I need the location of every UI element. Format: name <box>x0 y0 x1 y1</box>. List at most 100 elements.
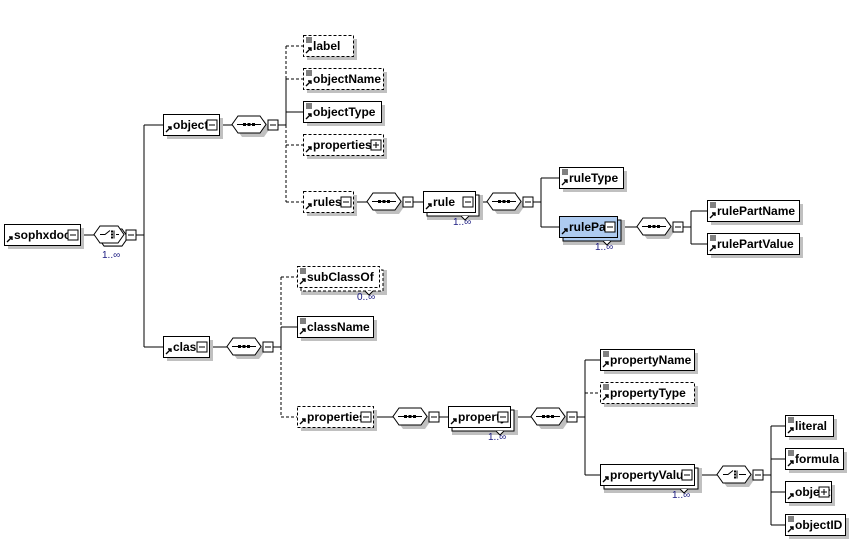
element-label: rule <box>433 195 455 209</box>
element-label: rulePart <box>569 220 614 234</box>
choice-dot <box>111 230 113 233</box>
sequence-dot <box>243 123 246 126</box>
element-label: literal <box>795 419 827 433</box>
element-label: subClassOf <box>307 270 375 284</box>
element-box[interactable] <box>785 514 846 536</box>
element-subClassOf[interactable]: subClassOf 0..∞ <box>297 266 388 304</box>
element-properties2[interactable]: properties <box>297 406 378 432</box>
element-box[interactable] <box>559 167 624 189</box>
compositor-sequence[interactable] <box>486 192 534 214</box>
sequence-dot <box>546 415 550 418</box>
compositor-sequence[interactable] <box>636 217 684 239</box>
sequence-dot <box>378 200 381 203</box>
choice-dot <box>734 470 736 473</box>
choice-dot <box>111 233 113 236</box>
element-literal[interactable]: literal <box>785 415 838 441</box>
element-label: properties <box>313 138 372 152</box>
compositor-sequence[interactable] <box>226 337 274 359</box>
element-objectID[interactable]: objectID <box>785 514 850 540</box>
element-rules[interactable]: rules <box>303 191 358 217</box>
element-box[interactable] <box>600 349 695 371</box>
choice-icon <box>723 470 746 479</box>
element-box[interactable] <box>303 134 384 156</box>
element-box[interactable] <box>4 224 81 246</box>
compositor-choice[interactable]: 1..∞ <box>93 225 137 261</box>
element-object2[interactable]: object <box>785 481 836 507</box>
sequence-dot <box>404 415 407 418</box>
element-className[interactable]: className <box>297 316 378 342</box>
element-propertyName[interactable]: propertyName <box>600 349 699 375</box>
reference-arrow-icon <box>602 361 609 368</box>
element-box[interactable] <box>559 216 618 238</box>
sequence-dot <box>252 123 255 126</box>
element-objectName[interactable]: objectName <box>303 68 388 94</box>
cardinality-label: 1..∞ <box>595 242 613 253</box>
element-box[interactable] <box>448 406 511 428</box>
compositor-shape[interactable] <box>93 225 125 244</box>
element-propertyType[interactable]: propertyType <box>600 382 699 408</box>
element-box[interactable] <box>303 35 354 57</box>
element-class[interactable]: class <box>163 336 214 362</box>
element-objectType[interactable]: objectType <box>303 101 386 127</box>
compositor-sequence[interactable] <box>231 115 279 137</box>
sequence-dot <box>498 200 501 203</box>
compositor-sequence[interactable] <box>392 407 440 429</box>
element-box[interactable] <box>600 464 695 486</box>
element-label: objectName <box>313 72 381 86</box>
element-box[interactable] <box>785 415 834 437</box>
element-rulePartName[interactable]: rulePartName <box>707 200 804 226</box>
element-box[interactable] <box>707 200 800 222</box>
sequence-dot <box>413 415 416 418</box>
element-box[interactable] <box>600 382 695 404</box>
sequence-dot <box>382 200 386 203</box>
element-box[interactable] <box>707 233 800 255</box>
element-object[interactable]: object <box>163 114 224 140</box>
element-label: propertyValue <box>610 468 690 482</box>
reference-arrow-icon <box>305 47 312 54</box>
sequence-dot <box>408 415 412 418</box>
element-rulePart[interactable]: rulePart 1..∞ <box>559 216 626 254</box>
element-ruleType[interactable]: ruleType <box>559 167 628 193</box>
element-properties1[interactable]: properties <box>303 134 388 160</box>
reference-arrow-icon <box>299 418 306 425</box>
element-label: sophxdoc <box>14 228 71 242</box>
reference-arrow-icon <box>425 203 432 210</box>
reference-arrow-icon <box>165 126 172 133</box>
cardinality-marker <box>679 488 689 494</box>
element-label: rulePartValue <box>717 237 794 251</box>
element-formula[interactable]: formula <box>785 448 848 474</box>
element-label[interactable]: label <box>303 35 358 61</box>
element-box[interactable] <box>163 114 220 136</box>
reference-arrow-icon <box>305 80 312 87</box>
compositor-sequence[interactable] <box>366 192 414 214</box>
element-rulePartValue[interactable]: rulePartValue <box>707 233 804 259</box>
cardinality-label: 0..∞ <box>357 292 375 303</box>
element-label: formula <box>795 452 839 466</box>
element-sophxdoc[interactable]: sophxdoc <box>4 224 85 250</box>
reference-arrow-icon <box>6 236 13 243</box>
cardinality-marker <box>364 290 374 296</box>
cardinality-marker <box>495 430 505 436</box>
element-label: propertyName <box>610 353 692 367</box>
element-rule[interactable]: rule 1..∞ <box>423 191 484 229</box>
element-label: objectType <box>313 105 376 119</box>
reference-arrow-icon <box>787 493 794 500</box>
reference-arrow-icon <box>787 460 794 467</box>
element-box[interactable] <box>303 68 384 90</box>
compositor-sequence[interactable] <box>530 407 578 429</box>
element-label: property <box>458 410 507 424</box>
element-box[interactable] <box>297 266 380 288</box>
compositor-choice[interactable] <box>716 465 764 487</box>
reference-arrow-icon <box>299 278 306 285</box>
element-box[interactable] <box>785 448 844 470</box>
reference-arrow-icon <box>602 394 609 401</box>
element-box[interactable] <box>303 101 382 123</box>
reference-arrow-icon <box>787 526 794 533</box>
sequence-dot <box>542 415 545 418</box>
cardinality-label: 1..∞ <box>453 217 471 228</box>
element-box[interactable] <box>297 406 374 428</box>
element-box[interactable] <box>297 316 374 338</box>
